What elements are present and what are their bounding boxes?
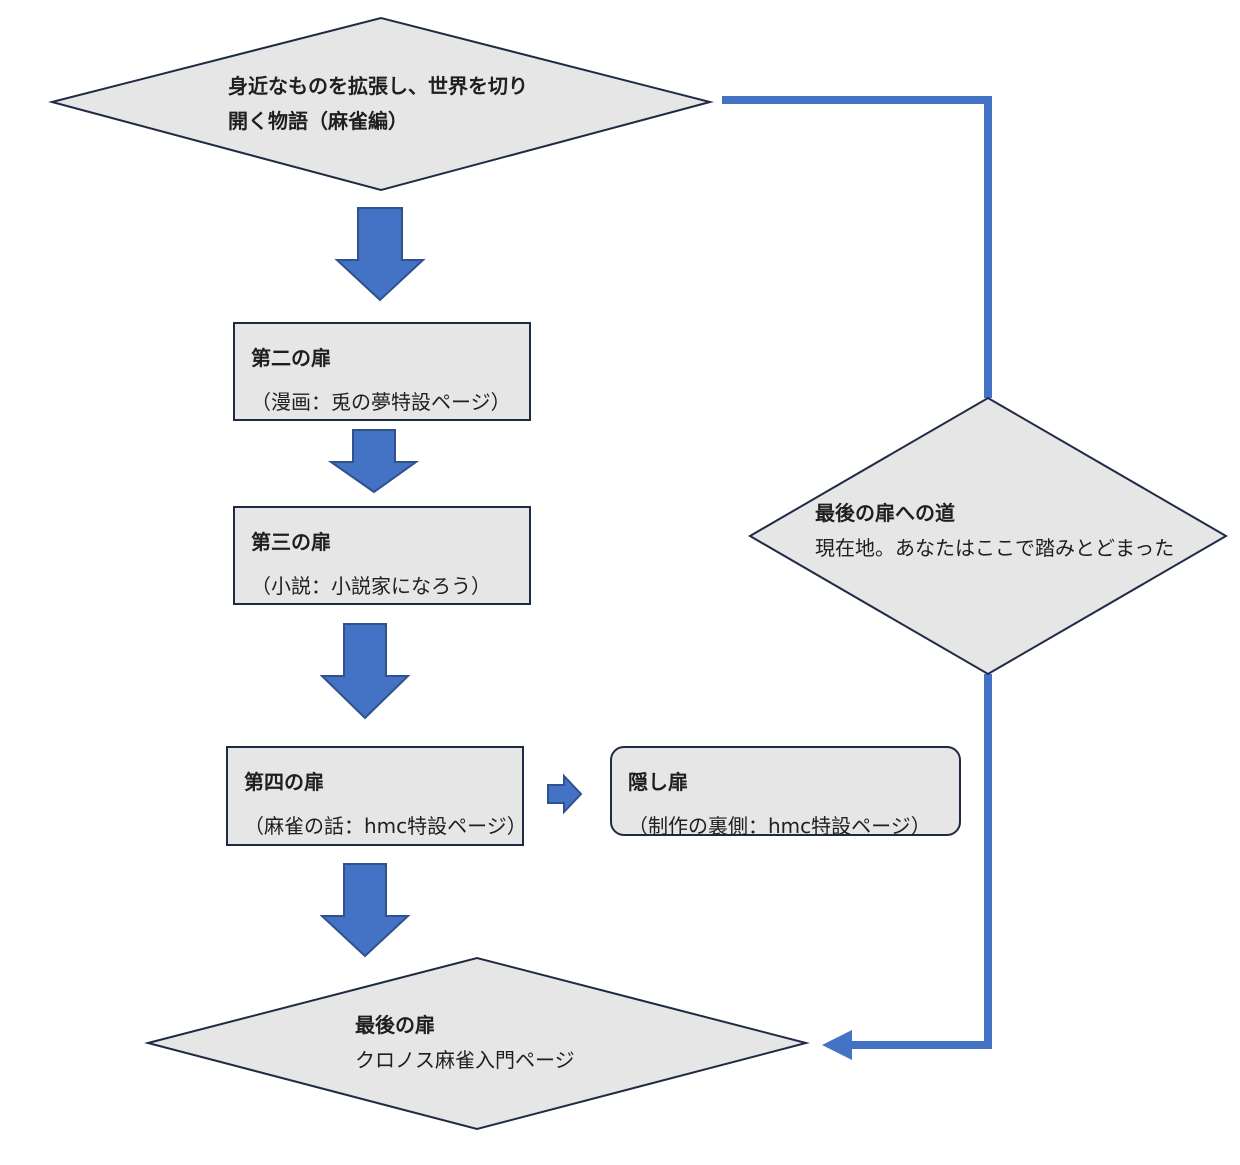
hidden-title: 隠し扉: [628, 770, 688, 794]
start-label: 身近なものを拡張し、世界を切り 開く物語（麻雀編）: [228, 76, 528, 131]
connector-path-to-final: [848, 674, 992, 1049]
hidden-subtitle: （制作の裏側：hmc特設ページ）: [628, 814, 931, 838]
door3-box: 第三の扉 （小説：小説家になろう）: [233, 506, 531, 605]
final-diamond: [144, 956, 810, 1131]
connector-arrowhead: [822, 1030, 852, 1060]
door3-title: 第三の扉: [251, 530, 331, 554]
down-arrow-1: [334, 207, 426, 302]
down-arrow-2: [327, 429, 420, 494]
final-subtitle: クロノス麻雀入門ページ: [355, 1048, 575, 1072]
door2-title: 第二の扉: [251, 346, 331, 370]
down-arrow-4: [319, 863, 411, 958]
door3-subtitle: （小説：小説家になろう）: [251, 574, 491, 598]
door2-subtitle: （漫画：兎の夢特設ページ）: [251, 390, 511, 414]
door4-box: 第四の扉 （麻雀の話：hmc特設ページ）: [226, 746, 527, 846]
start-line2: 開く物語（麻雀編）: [228, 109, 408, 133]
door2-box: 第二の扉 （漫画：兎の夢特設ページ）: [233, 322, 531, 421]
door4-title: 第四の扉: [244, 770, 324, 794]
down-arrow-3: [319, 623, 411, 720]
start-diamond: [48, 16, 714, 192]
path-title: 最後の扉への道: [815, 501, 955, 525]
connector-start-to-path: [722, 96, 992, 398]
start-line1: 身近なものを拡張し、世界を切り: [228, 74, 528, 98]
final-label: 最後の扉 クロノス麻雀入門ページ: [355, 1015, 575, 1070]
path-label: 最後の扉への道 現在地。あなたはここで踏みとどまった: [815, 503, 1174, 558]
right-arrow-to-hidden: [547, 773, 583, 815]
path-subtitle: 現在地。あなたはここで踏みとどまった: [815, 536, 1175, 560]
final-title: 最後の扉: [355, 1013, 435, 1037]
hidden-door-box: 隠し扉 （制作の裏側：hmc特設ページ）: [610, 746, 961, 838]
path-diamond: [748, 396, 1228, 676]
door4-subtitle: （麻雀の話：hmc特設ページ）: [244, 814, 527, 838]
